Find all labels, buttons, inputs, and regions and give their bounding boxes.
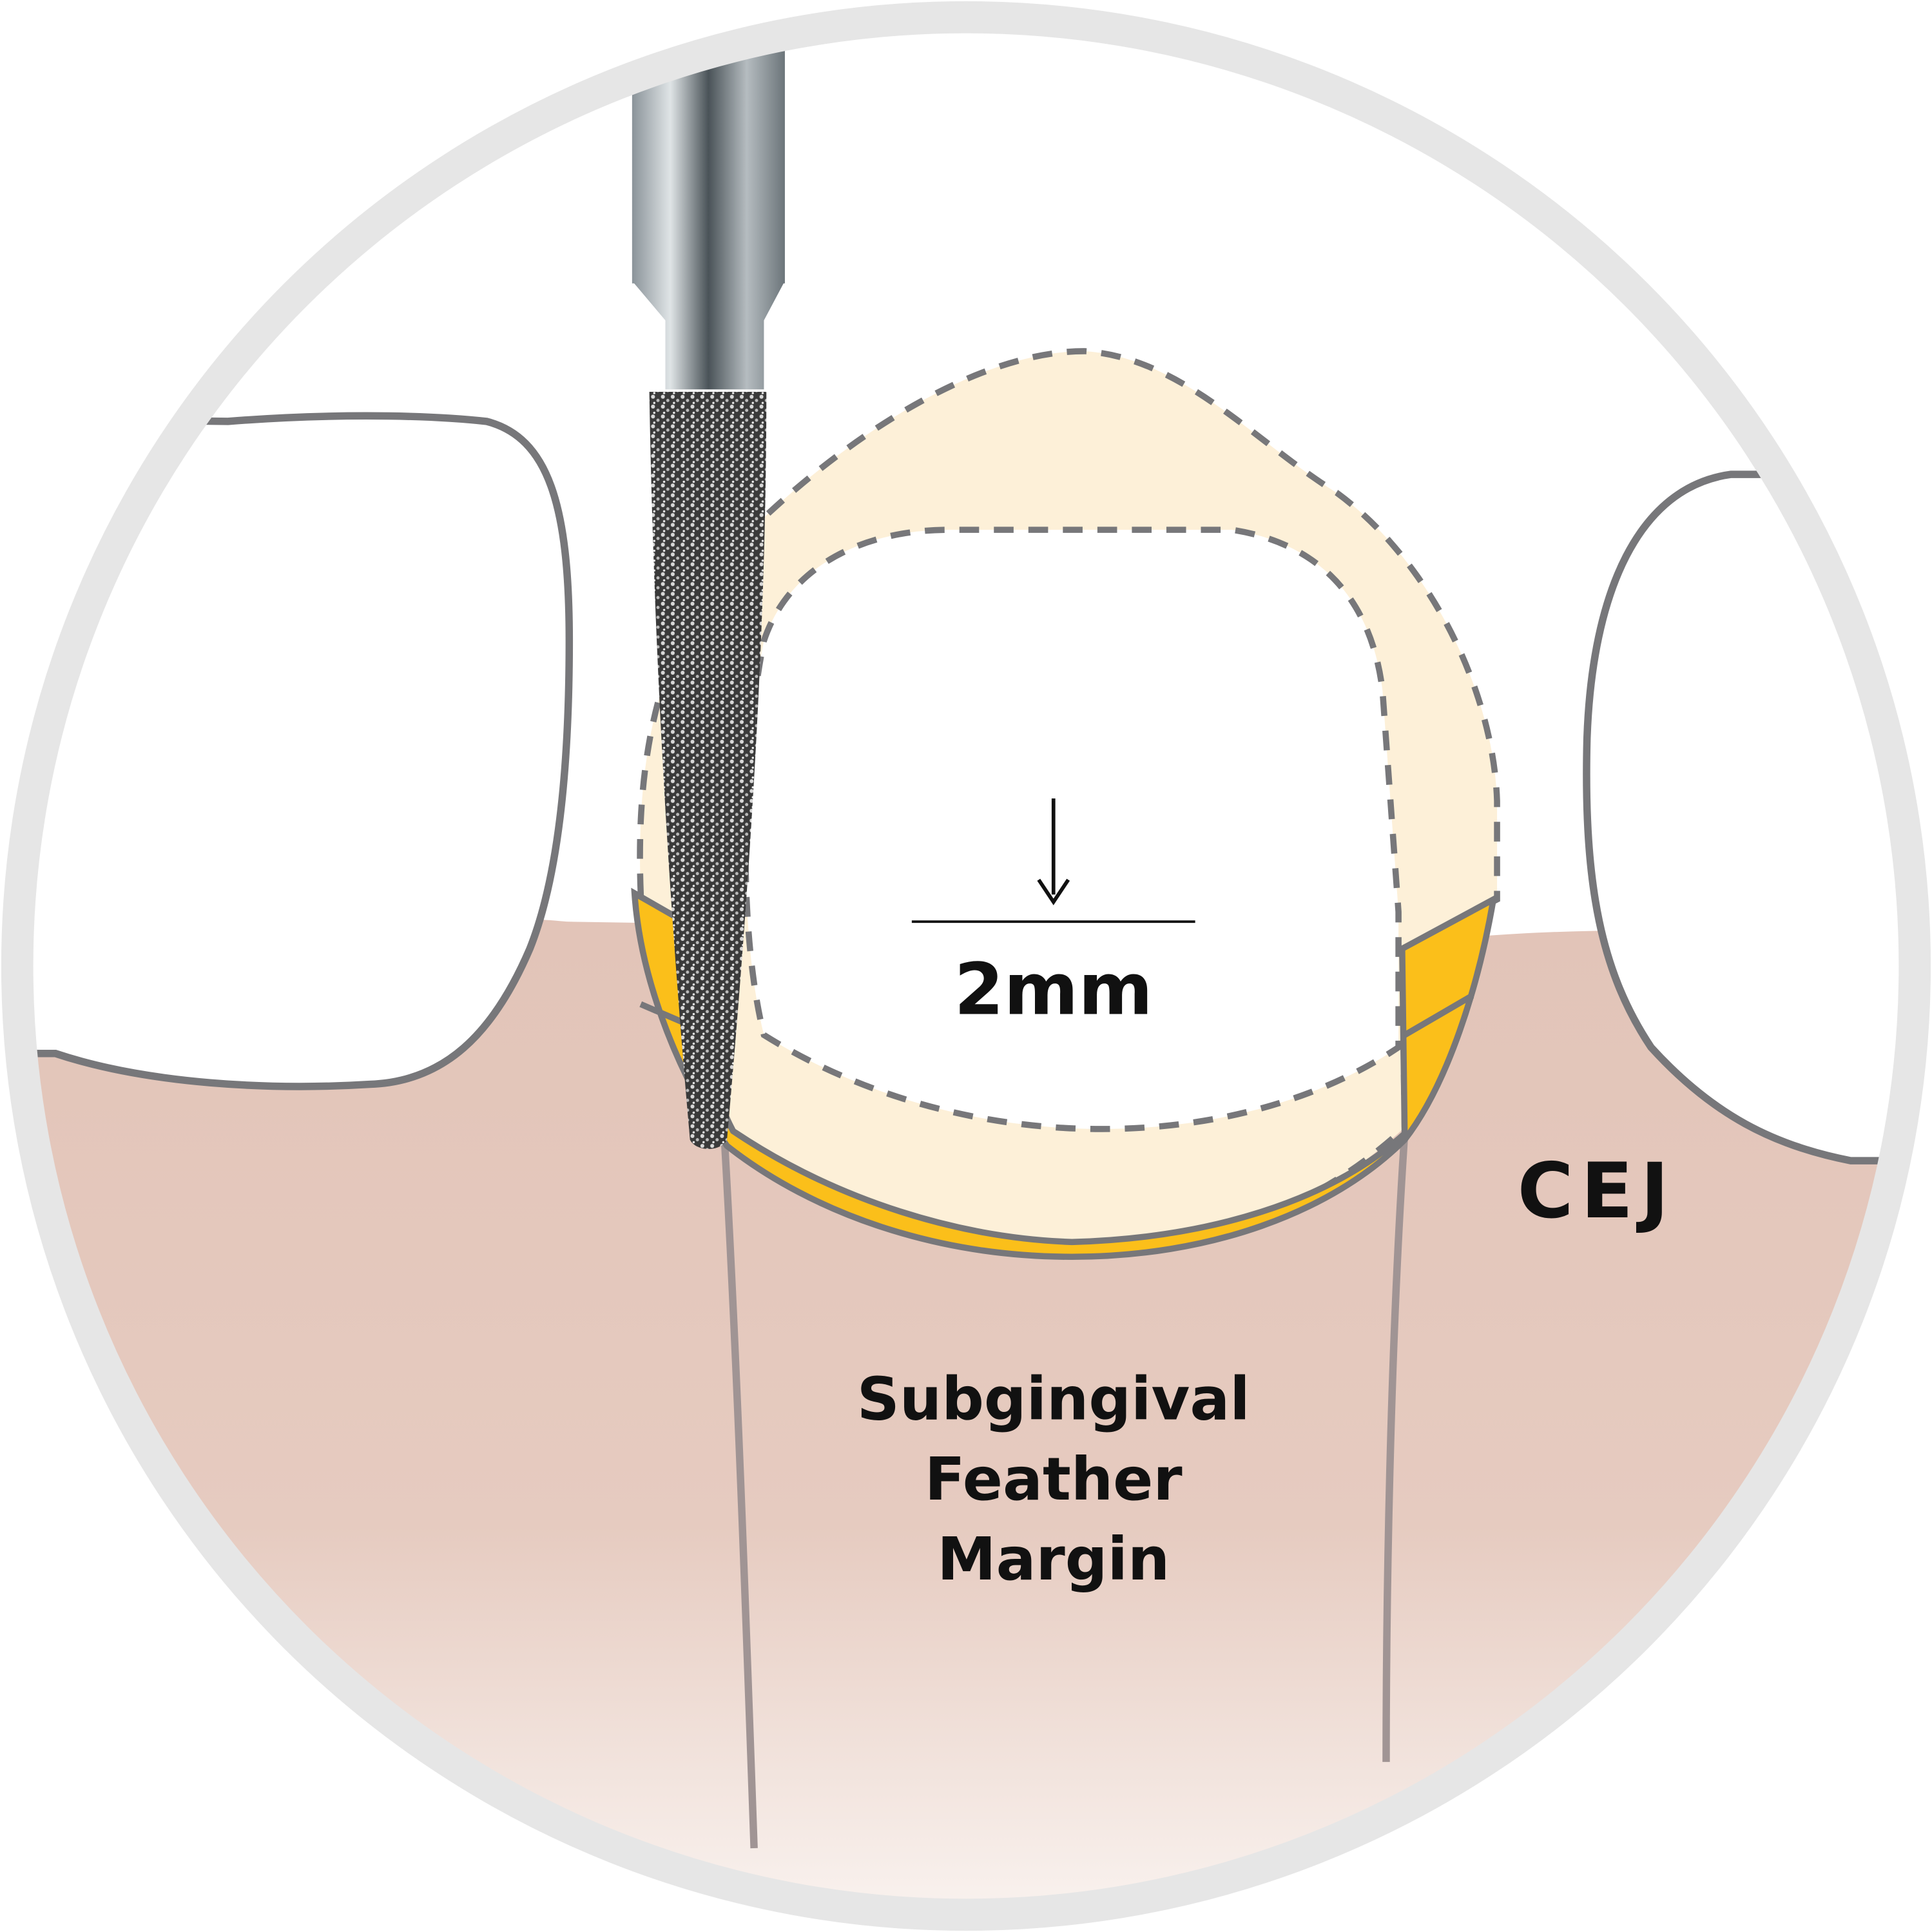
margin-label-line2: Feather [925,1445,1183,1514]
root-line-left [720,1139,758,1849]
root-line-right [1382,1133,1409,1763]
right-tooth [1583,470,1900,1164]
diamond-bur-icon [632,49,785,1149]
left-tooth [32,412,574,1090]
gingiva [32,916,1900,1900]
feather-margin [631,887,1498,1261]
margin-line-left [639,1001,686,1026]
down-arrow-icon [1037,798,1070,905]
margin-line-right [1403,992,1474,1038]
margin-label-line3: Margin [937,1525,1170,1594]
margin-label-line1: Subgingival [857,1365,1250,1434]
depth-label: 2mm [954,949,1153,1032]
cej-label: CEJ [1518,1146,1676,1235]
prepared-tooth [742,526,1402,1132]
